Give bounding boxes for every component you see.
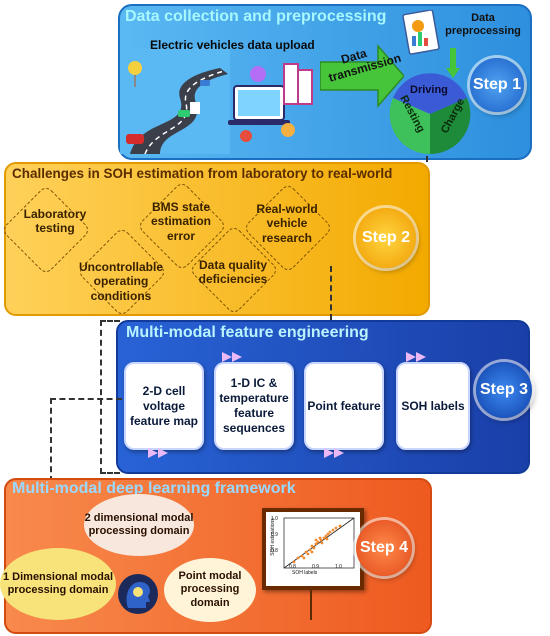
step2-circle: Step 2	[356, 208, 416, 268]
soh-scatter-inset	[262, 508, 364, 590]
transmission-arrow	[319, 40, 405, 110]
inset-xlabel: SOH labels	[292, 570, 318, 576]
inset-ytick-0: 1.0	[271, 516, 278, 522]
inset-ytick-1: 0.9	[271, 532, 278, 538]
inset-xtick-2: 1.0	[335, 564, 342, 570]
down-arrow	[446, 48, 460, 78]
item-uncontrollable: Uncontrollable operating conditions	[78, 260, 163, 303]
inset-ytick-2: 0.8	[271, 548, 278, 554]
cloud-point: Point modal processing domain	[164, 558, 256, 622]
step1-title: Data collection and preprocessing	[125, 8, 387, 25]
item-bms-error: BMS state estimation error	[150, 200, 211, 243]
inset-xtick-0: 0.8	[289, 564, 296, 570]
connector-1-2	[426, 156, 430, 174]
ev-upload-label: Electric vehicles data upload	[150, 38, 315, 52]
data-center-illustration	[228, 56, 316, 146]
road-illustration	[120, 48, 230, 155]
item-data-quality: Data quality deficiencies	[198, 258, 268, 287]
step2-title: Challenges in SOH estimation from labora…	[12, 166, 393, 181]
connector-2-3	[330, 266, 334, 320]
connector-left-1	[100, 320, 120, 474]
state-wheel	[388, 72, 472, 156]
card-point-feature: Point feature	[304, 362, 384, 450]
flow-arrows	[140, 350, 480, 460]
cloud-2d: 2 dimensional modal processing domain	[84, 494, 194, 556]
step1-circle: Step 1	[470, 58, 524, 112]
inset-xtick-1: 0.9	[312, 564, 319, 570]
step4-title: Multi-modal deep learning framework	[12, 480, 296, 497]
preprocessing-label: Data preprocessing	[445, 12, 521, 38]
step3-title: Multi-modal feature engineering	[126, 324, 369, 341]
card-soh-labels: SOH labels	[396, 362, 470, 450]
item-real-world: Real-world vehicle research	[256, 202, 318, 245]
step3-circle: Step 3	[476, 362, 532, 418]
step4-circle: Step 4	[356, 520, 412, 576]
connector-left-2	[50, 398, 122, 482]
cloud-1d: 1 Dimensional modal processing domain	[0, 548, 116, 620]
card-2d-voltage: 2-D cell voltage feature map	[124, 362, 204, 450]
connector-inset	[310, 590, 314, 620]
wheel-driving: Driving	[410, 84, 448, 96]
report-document-icon	[400, 9, 444, 58]
card-1d-ic: 1-D IC & temperature feature sequences	[214, 362, 294, 450]
brain-head-icon	[118, 572, 158, 618]
item-laboratory-testing: Laboratory testing	[23, 207, 87, 236]
